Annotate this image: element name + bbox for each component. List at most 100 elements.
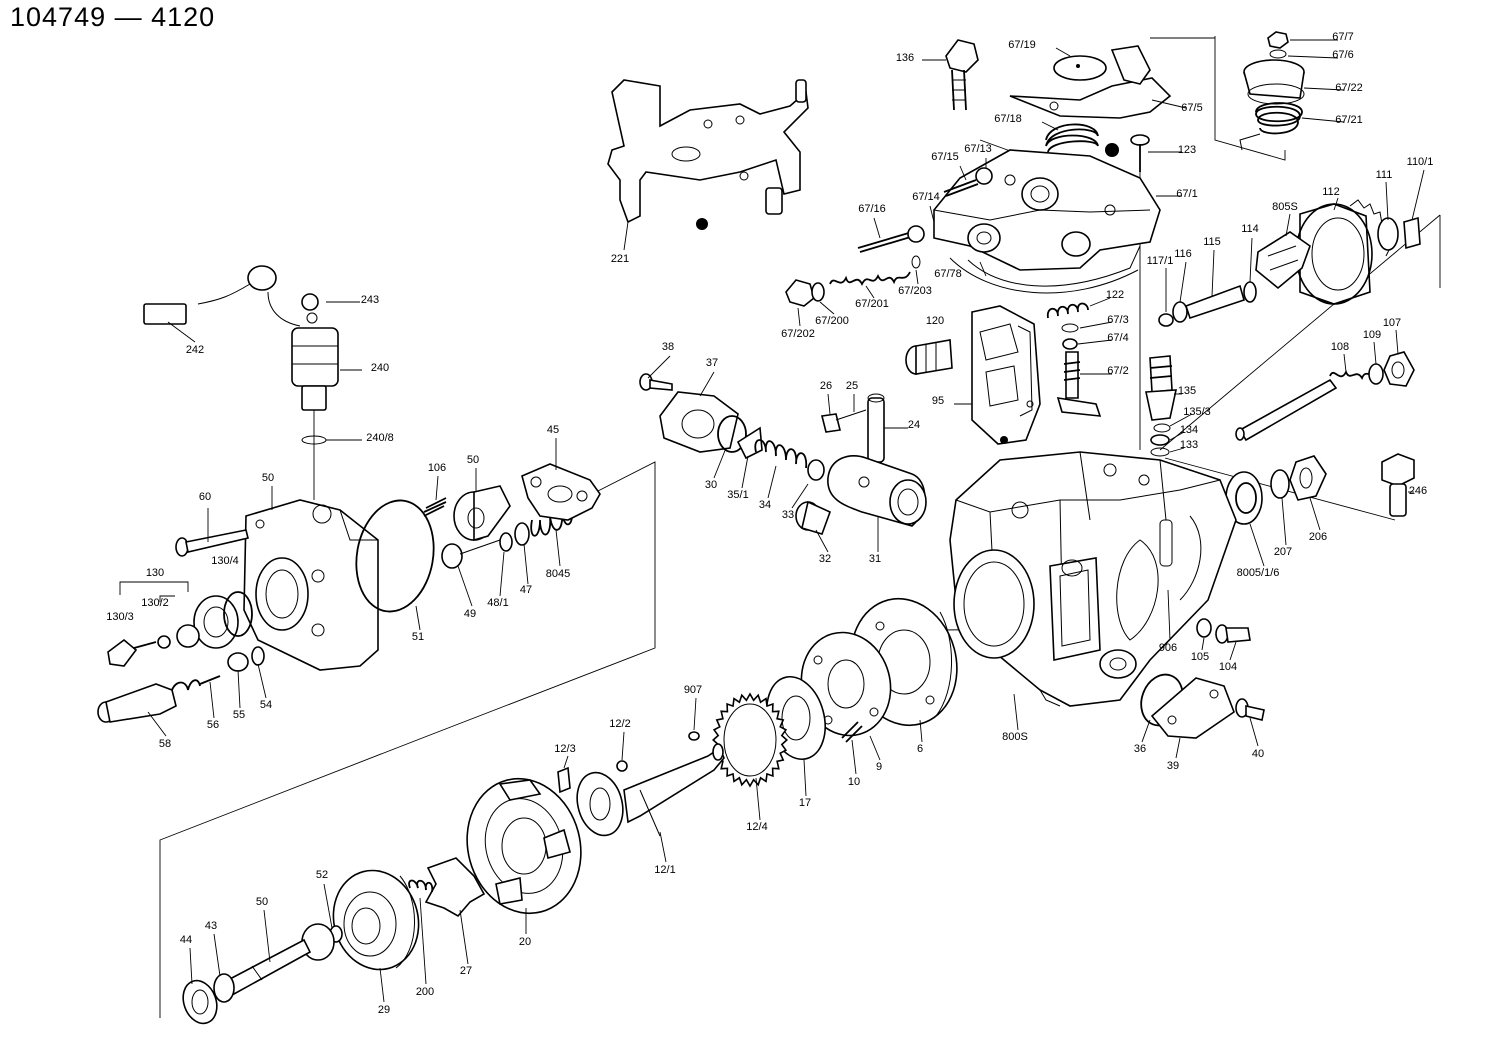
- part-label: 116: [1174, 248, 1192, 260]
- valve-135: [1145, 355, 1178, 457]
- part-label: 51: [412, 631, 424, 643]
- part-label: 24: [908, 419, 920, 431]
- top-cover-67-1: [933, 143, 1161, 294]
- part-label: 67/15: [931, 151, 959, 163]
- part-label: 34: [759, 499, 771, 511]
- screw-136: [945, 39, 979, 111]
- module-95: [971, 305, 1041, 445]
- part-label: 12/4: [746, 821, 767, 833]
- bolt-60: [175, 529, 249, 557]
- part-label: 134: [1180, 424, 1198, 436]
- lever-26: [821, 393, 885, 463]
- part-label: 6: [917, 743, 923, 755]
- part-label: 35/1: [727, 489, 748, 501]
- part-label: 200: [416, 986, 434, 998]
- part-label: 67/201: [855, 298, 889, 310]
- diagram-title: 104749 — 4120: [10, 2, 216, 32]
- part-label: 8005/1/6: [1237, 567, 1280, 579]
- part-label: 48/1: [487, 597, 508, 609]
- part-label: 60: [199, 491, 211, 503]
- part-label: 29: [378, 1004, 390, 1016]
- part-label: 25: [846, 380, 858, 392]
- part-label: 110/1: [1407, 156, 1434, 168]
- screw-67-201: [785, 255, 921, 307]
- part-label: 38: [662, 341, 674, 353]
- part-label: 120: [926, 315, 944, 327]
- gear-12-4: [712, 692, 788, 788]
- part-label: 130: [146, 567, 164, 579]
- part-label: 114: [1241, 223, 1259, 235]
- bearing-8005: [1225, 455, 1327, 525]
- part-label: 67/7: [1332, 31, 1353, 43]
- spring-67-18: [1045, 123, 1099, 153]
- part-label: 50: [262, 472, 274, 484]
- pump-housing-800S: [949, 451, 1237, 707]
- housing-50: [243, 499, 379, 671]
- screw-123: [1130, 134, 1150, 172]
- part-label: 40: [1252, 748, 1264, 760]
- key-12-3: [557, 766, 571, 794]
- shaft-108: [1235, 351, 1415, 442]
- gear-assembly-112: [1255, 199, 1421, 305]
- part-label: 111: [1376, 169, 1393, 181]
- part-label: 8045: [546, 568, 570, 580]
- part-label: 67/6: [1332, 49, 1353, 61]
- part-label: 36: [1134, 743, 1146, 755]
- part-label: 105: [1191, 651, 1209, 663]
- part-label: 907: [684, 684, 702, 696]
- part-label: 221: [611, 253, 629, 265]
- spring-200: [408, 879, 434, 893]
- cam-disc-20: [466, 777, 582, 915]
- part-label: 115: [1203, 236, 1221, 248]
- part-label: 67/3: [1107, 314, 1128, 326]
- part-label: 27: [460, 965, 472, 977]
- part-label: 47: [520, 584, 532, 596]
- part-label: 37: [706, 357, 718, 369]
- part-label: 206: [1309, 531, 1327, 543]
- o-ring-51: [355, 499, 435, 613]
- part-label: 246: [1409, 485, 1427, 497]
- part-label: 67/202: [781, 328, 815, 340]
- part-label: 130/4: [211, 555, 239, 567]
- drive-shaft-12-1: [576, 743, 725, 837]
- part-label: 67/200: [815, 315, 849, 327]
- sensor-assembly: [143, 265, 339, 500]
- cover-39: [1140, 673, 1265, 739]
- part-label: 242: [186, 344, 204, 356]
- part-label: 30: [705, 479, 717, 491]
- part-label: 800S: [1002, 731, 1028, 743]
- part-label: 240/8: [366, 432, 394, 444]
- lever-67-5: [1009, 45, 1172, 119]
- part-label: 12/1: [654, 864, 675, 876]
- plate-27: [424, 857, 486, 918]
- part-label: 67/1: [1176, 188, 1197, 200]
- part-label: 58: [159, 738, 171, 750]
- screw-104: [1196, 618, 1251, 644]
- part-label: 39: [1167, 760, 1179, 772]
- flange-37: [639, 373, 763, 460]
- part-label: 109: [1363, 329, 1381, 341]
- part-label: 117/1: [1147, 255, 1174, 267]
- part-label: 805S: [1272, 201, 1298, 213]
- studs-67: [857, 167, 993, 253]
- part-label: 52: [316, 869, 328, 881]
- shaft-115: [1158, 281, 1257, 327]
- fitting-58: [97, 646, 265, 723]
- part-label: 95: [932, 395, 944, 407]
- part-label: 130/2: [141, 597, 169, 609]
- part-label: 26: [820, 380, 832, 392]
- part-label: 67/2: [1107, 365, 1128, 377]
- part-label: 67/14: [912, 191, 940, 203]
- part-label: 44: [180, 934, 192, 946]
- part-label: 50: [467, 454, 479, 466]
- part-label: 67/19: [1008, 39, 1036, 51]
- part-label: 55: [233, 709, 245, 721]
- part-label: 32: [819, 553, 831, 565]
- part-label: 130/3: [106, 611, 134, 623]
- part-label: 67/21: [1335, 114, 1363, 126]
- part-label: 50: [256, 896, 268, 908]
- part-label: 49: [464, 608, 476, 620]
- valve-67-2: [1056, 323, 1102, 417]
